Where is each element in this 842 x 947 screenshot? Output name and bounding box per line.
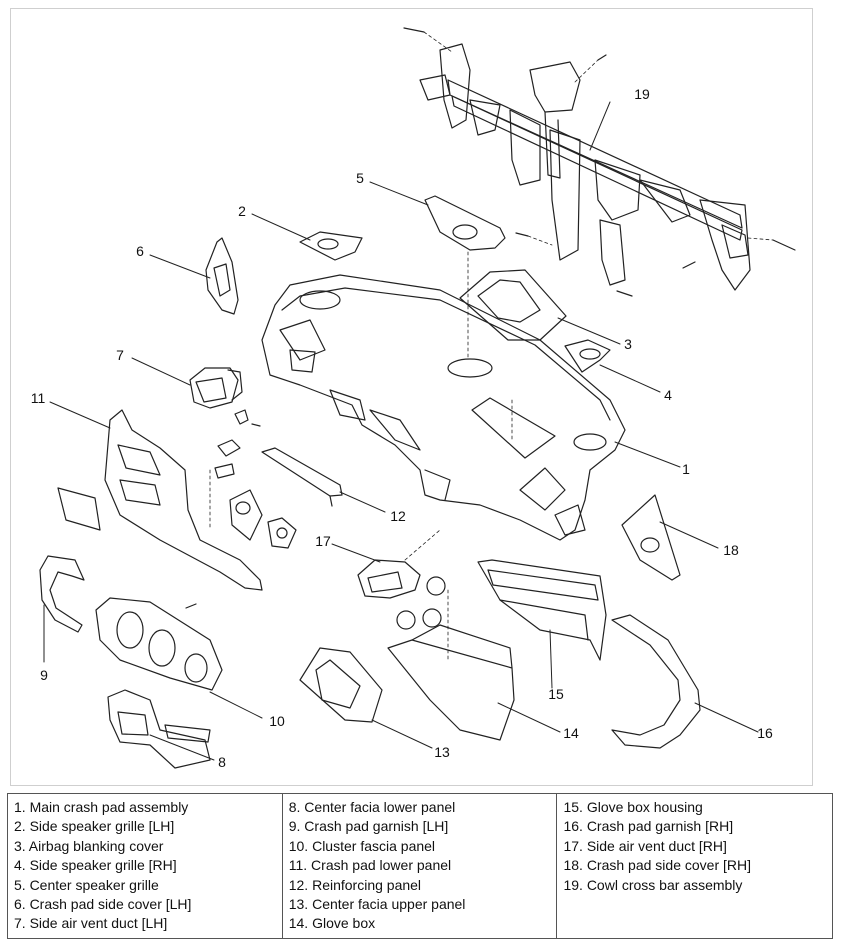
crash-pad-lower-panel	[104, 409, 297, 591]
center-speaker-grille	[424, 195, 506, 361]
leader-lines	[43, 101, 759, 761]
glove-box-housing	[477, 559, 607, 661]
center-facia-upper-panel	[299, 647, 383, 723]
callout-9: 9	[40, 667, 48, 683]
callout-12: 12	[390, 508, 406, 524]
legend-item: 17. Side air vent duct [RH]	[563, 837, 727, 854]
legend-item: 12. Reinforcing panel	[288, 876, 422, 893]
crash-pad-side-cover-lh	[205, 237, 239, 315]
cowl-cross-bar-assembly	[403, 27, 796, 297]
parts-legend-table: 1. Main crash pad assembly 2. Side speak…	[7, 793, 833, 939]
side-speaker-grille-lh	[299, 231, 363, 261]
legend-item: 14. Glove box	[288, 915, 376, 932]
legend-item: 6. Crash pad side cover [LH]	[14, 896, 192, 913]
callout-13: 13	[434, 744, 450, 760]
side-air-vent-duct-rh	[357, 529, 441, 599]
round-caps	[396, 576, 446, 630]
side-air-vent-duct-lh	[189, 367, 243, 409]
exploded-diagram-frame	[10, 8, 813, 786]
legend-item: 3. Airbag blanking cover	[14, 837, 164, 854]
glove-box	[387, 589, 515, 741]
callout-7: 7	[116, 347, 124, 363]
callout-15: 15	[548, 686, 564, 702]
crash-pad-garnish-rh	[611, 614, 701, 749]
legend-item: 11. Crash pad lower panel	[288, 857, 452, 874]
callout-10: 10	[269, 713, 285, 729]
side-speaker-grille-rh	[564, 339, 611, 373]
callout-11: 11	[30, 390, 46, 406]
callout-4: 4	[664, 387, 672, 403]
crash-pad-side-cover-rh	[621, 494, 681, 581]
airbag-blanking-cover	[459, 269, 567, 341]
callout-6: 6	[136, 243, 144, 259]
legend-item: 2. Side speaker grille [LH]	[14, 818, 175, 835]
legend-item: 1. Main crash pad assembly	[14, 799, 189, 815]
legend-item: 4. Side speaker grille [RH]	[14, 857, 177, 874]
callout-19: 19	[634, 86, 650, 102]
legend-item: 15. Glove box housing	[563, 799, 703, 815]
legend-column-1: 1. Main crash pad assembly 2. Side speak…	[7, 793, 283, 939]
callout-2: 2	[238, 203, 246, 219]
legend-item: 13. Center facia upper panel	[288, 896, 466, 913]
legend-column-2: 8. Center facia lower panel 9. Crash pad…	[281, 793, 558, 939]
legend-item: 5. Center speaker grille	[14, 876, 159, 893]
legend-item: 10. Cluster fascia panel	[288, 837, 436, 854]
callout-17: 17	[315, 533, 331, 549]
reinforcing-panel	[261, 447, 343, 507]
callout-8: 8	[218, 754, 226, 770]
callout-3: 3	[624, 336, 632, 352]
callout-1: 1	[682, 461, 690, 477]
small-access-cover	[57, 487, 101, 531]
exploded-diagram	[39, 27, 796, 769]
legend-item: 16. Crash pad garnish [RH]	[563, 818, 734, 835]
callout-18: 18	[723, 542, 739, 558]
callout-16: 16	[757, 725, 773, 741]
callout-5: 5	[356, 170, 364, 186]
mounting-clips	[185, 409, 261, 609]
legend-item: 7. Side air vent duct [LH]	[14, 915, 168, 932]
legend-item: 8. Center facia lower panel	[288, 799, 456, 815]
legend-item: 19. Cowl cross bar assembly	[563, 876, 743, 893]
main-crash-pad-assembly	[261, 274, 626, 541]
cluster-fascia-panel	[95, 597, 223, 691]
crash-pad-garnish-lh	[39, 555, 85, 633]
callout-14: 14	[563, 725, 579, 741]
center-facia-lower-panel	[107, 689, 211, 769]
legend-item: 9. Crash pad garnish [LH]	[288, 818, 449, 835]
legend-item: 18. Crash pad side cover [RH]	[563, 857, 751, 874]
legend-column-3: 15. Glove box housing 16. Crash pad garn…	[556, 793, 833, 939]
